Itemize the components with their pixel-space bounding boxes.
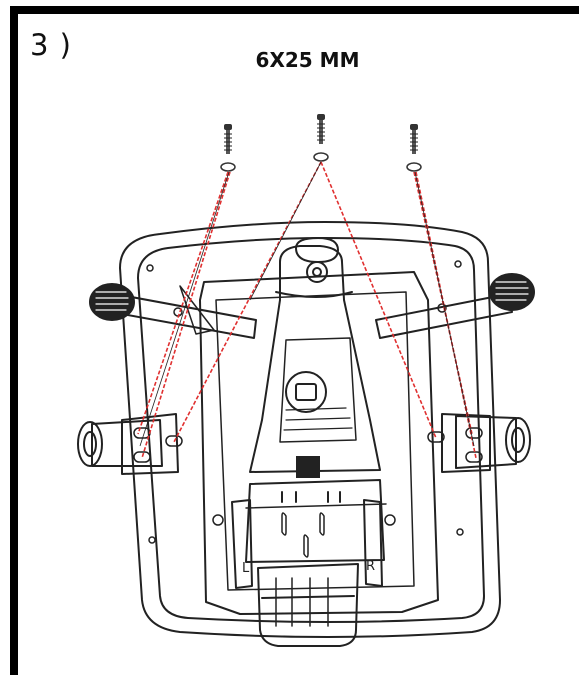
panel-border-left — [10, 6, 18, 675]
left-knob — [89, 283, 135, 321]
screw-right-icon — [406, 124, 422, 172]
screw-left-icon — [220, 124, 236, 172]
mechanism-frame — [199, 271, 439, 615]
step-number: 3 ) — [30, 28, 72, 62]
panel-border-top — [10, 6, 579, 14]
right-arm — [375, 293, 513, 339]
right-mark: R — [366, 559, 375, 574]
center-column — [249, 245, 381, 473]
right-side-tube — [441, 413, 531, 473]
right-knob — [489, 273, 535, 311]
mounting-holes — [133, 427, 483, 463]
seat-plate-outline — [119, 221, 501, 638]
left-side-tube — [77, 413, 179, 475]
left-mark: L — [242, 561, 250, 576]
screw-center-icon — [313, 114, 329, 162]
screw-size-label: 6X25 MM — [255, 48, 360, 72]
front-handle — [257, 563, 359, 647]
